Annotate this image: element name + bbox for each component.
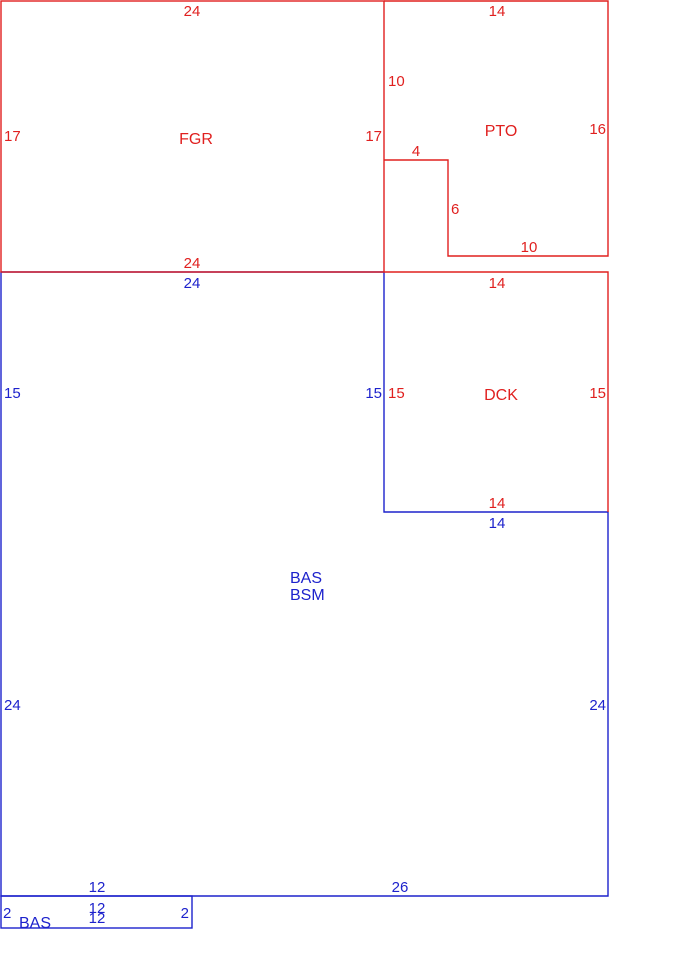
bas-small-bottom-dimension: 12 — [89, 910, 106, 927]
fgr-label: FGR — [179, 131, 213, 148]
pto-label: PTO — [485, 123, 518, 140]
dck-right-dimension: 15 — [589, 385, 606, 402]
bas-step-top-dimension: 14 — [489, 515, 506, 532]
pto-right-dimension: 16 — [589, 121, 606, 138]
bas-left-lower-dimension: 24 — [4, 697, 21, 714]
bas-small-label: BAS — [19, 915, 51, 932]
bas-bottom-right-dimension: 26 — [392, 879, 409, 896]
pto-outline — [384, 0, 609, 257]
dck-left-dimension: 15 — [388, 385, 405, 402]
dck-label: DCK — [484, 387, 518, 404]
pto-step-side-dimension: 6 — [451, 201, 459, 218]
bas-left-upper-dimension: 15 — [4, 385, 21, 402]
bsm-label: BSM — [290, 587, 325, 604]
pto-left-dimension: 10 — [388, 73, 405, 90]
fgr-left-dimension: 17 — [4, 128, 21, 145]
bas-bottom-left-dimension: 12 — [89, 879, 106, 896]
fgr-outline — [0, 0, 385, 273]
pto-top-dimension: 14 — [489, 3, 506, 20]
bas-top-dimension: 24 — [184, 275, 201, 292]
bas-small-outline — [0, 895, 193, 929]
bas-label: BAS — [290, 570, 322, 587]
pto-step-top-dimension: 4 — [412, 143, 420, 160]
fgr-right-dimension: 17 — [365, 128, 382, 145]
dck-outline — [384, 271, 609, 512]
dck-top-dimension: 14 — [489, 275, 506, 292]
pto-bottom-dimension: 10 — [521, 239, 538, 256]
fgr-bottom-dimension: 24 — [184, 255, 201, 272]
fgr-top-dimension: 24 — [184, 3, 201, 20]
bas-small-top-dimension: 12 — [89, 900, 106, 917]
bas-right-dimension: 24 — [589, 697, 606, 714]
dck-bottom-dimension: 14 — [489, 495, 506, 512]
bas-inner-side-dimension: 15 — [365, 385, 382, 402]
bas-small-right-dimension: 2 — [181, 905, 189, 922]
bas-small-left-dimension: 2 — [3, 905, 11, 922]
